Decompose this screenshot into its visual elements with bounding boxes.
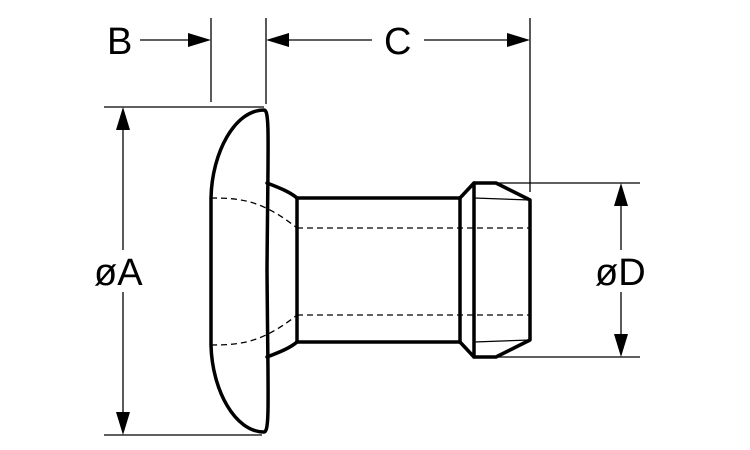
arrowhead-c-left (266, 33, 289, 47)
dimension-b: B (107, 18, 267, 104)
hidden-head-bottom (210, 314, 298, 346)
arrowhead-d-bottom (614, 334, 628, 357)
rivet-head (209, 108, 270, 434)
arrowhead-b (188, 33, 211, 47)
arrowhead-c-right (507, 33, 530, 47)
shank-top-fillet (265, 181, 299, 200)
label-a: øA (94, 252, 143, 294)
dimension-a: øA (94, 106, 264, 436)
dimension-c: C (266, 18, 531, 192)
rivet (209, 108, 532, 434)
tail-chamfer-bottom (473, 339, 531, 343)
arrowhead-a-bottom (116, 412, 130, 435)
dimension-d: øD (497, 182, 646, 358)
label-c: C (384, 21, 411, 63)
tail-outline (458, 181, 532, 359)
arrowhead-a-top (116, 107, 130, 130)
tail-chamfer-top (473, 197, 531, 201)
hidden-head-top (210, 197, 298, 229)
label-b: B (107, 21, 132, 63)
arrowhead-d-top (614, 183, 628, 206)
label-d: øD (595, 252, 646, 294)
shank-bottom-fillet (265, 340, 299, 359)
